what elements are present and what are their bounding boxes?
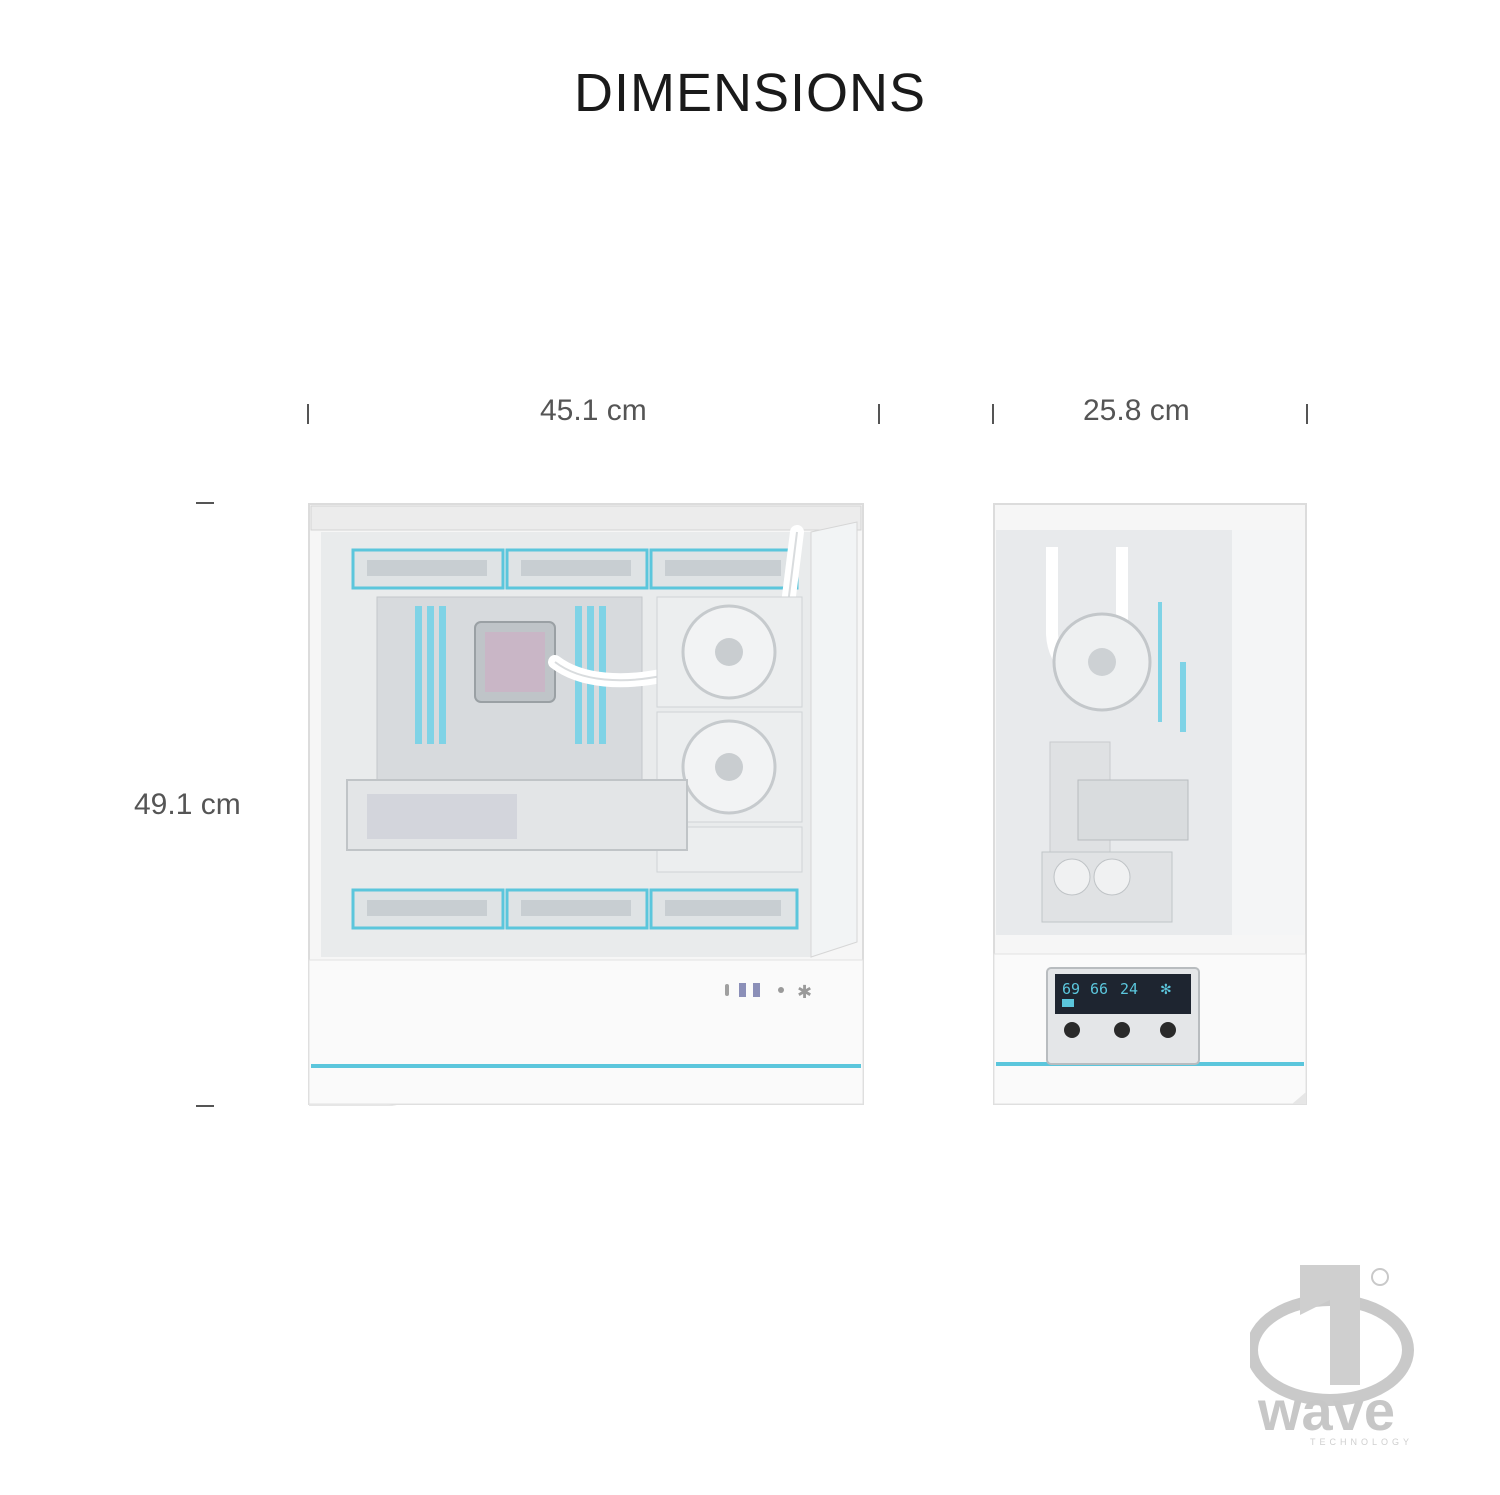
height-tick-bottom bbox=[196, 1105, 214, 1107]
wave-logo: wave TECHNOLOGY bbox=[1250, 1265, 1414, 1447]
case-side-view: ✱ bbox=[308, 503, 864, 1106]
height-tick-top bbox=[196, 502, 214, 504]
display-readout-2: 66 bbox=[1090, 980, 1108, 998]
bottom-fans bbox=[351, 888, 799, 930]
display-readout-1: 69 bbox=[1062, 980, 1080, 998]
depth-tick-left bbox=[992, 404, 994, 424]
width-tick-right bbox=[878, 404, 880, 424]
case-front-view: 69 66 24 ✻ bbox=[993, 503, 1307, 1105]
width-tick-left bbox=[307, 404, 309, 424]
side-fans bbox=[656, 596, 803, 873]
width-label: 45.1 cm bbox=[540, 394, 647, 427]
height-label: 49.1 cm bbox=[134, 788, 241, 821]
top-fans bbox=[351, 548, 799, 590]
depth-tick-right bbox=[1306, 404, 1308, 424]
svg-text:✻: ✻ bbox=[1160, 982, 1172, 998]
page-title: DIMENSIONS bbox=[573, 63, 927, 123]
depth-label: 25.8 cm bbox=[1083, 394, 1190, 427]
logo-tagline: TECHNOLOGY bbox=[1310, 1437, 1413, 1447]
svg-text:✱: ✱ bbox=[797, 982, 812, 1003]
logo-text: wave bbox=[1257, 1379, 1395, 1442]
display-readout-3: 24 bbox=[1120, 980, 1138, 998]
